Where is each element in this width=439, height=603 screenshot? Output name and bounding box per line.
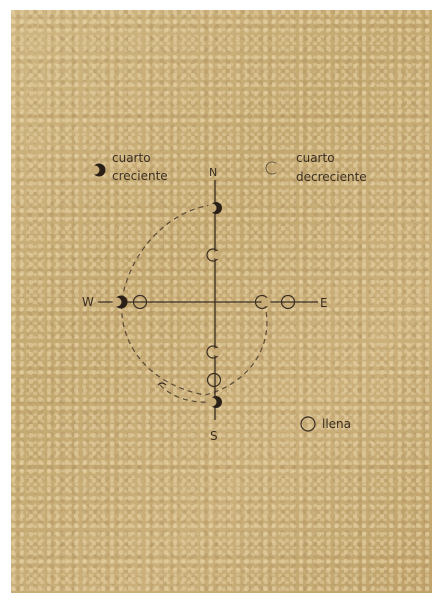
waxing-quarter-south-icon [208,396,223,408]
dashed-orbit [122,205,267,395]
legend-waning-line1: cuarto [296,151,335,165]
dashed-orbit-lower [160,385,212,402]
legend-full-moon: llena [301,417,351,431]
legend-full-label: llena [322,417,351,431]
legend-waxing-quarter: cuarto creciente [91,151,168,183]
waxing-quarter-north-icon [208,202,223,214]
legend-waning-quarter: cuarto decreciente [266,151,367,184]
crescent-north-icon [207,249,221,261]
full-moon-legend-icon [301,417,315,431]
east-label: E [320,296,328,310]
orbit-arrow-mark [158,383,166,385]
waning-quarter-legend-icon [266,162,281,174]
legend-waxing-line2: creciente [112,169,168,183]
full-moon-south-icon [208,374,221,387]
west-label: W [82,295,94,309]
legend-waxing-line1: cuarto [112,151,151,165]
waxing-quarter-legend-icon [91,164,106,177]
south-label: S [210,429,218,443]
crescent-south-icon [207,346,221,358]
legend-waning-line2: decreciente [296,170,367,184]
north-label: N [209,166,217,179]
waxing-quarter-west-icon [113,296,128,309]
